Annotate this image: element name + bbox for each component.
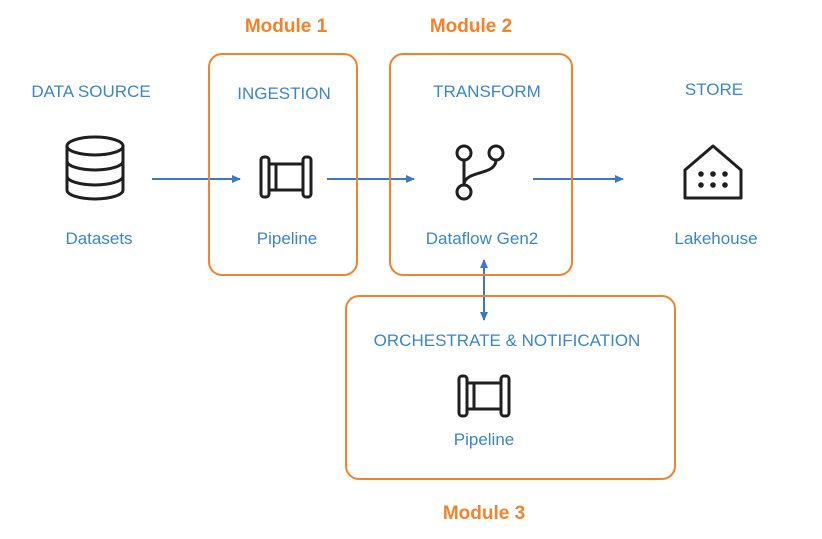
module-1-box [208, 53, 358, 276]
orchestrate-header: ORCHESTRATE & NOTIFICATION [373, 331, 641, 350]
ingestion-pipeline-label: Pipeline [256, 229, 318, 248]
module-2-title: Module 2 [429, 16, 513, 37]
module-2-box [389, 53, 573, 276]
module-3-title: Module 3 [442, 503, 526, 524]
store-header: STORE [684, 80, 744, 99]
module-1-title: Module 1 [244, 16, 328, 37]
dataflow-icon [455, 144, 505, 201]
ingestion-header: INGESTION [237, 84, 331, 103]
module-3-box [345, 295, 676, 480]
orchestrate-pipeline-label: Pipeline [453, 430, 515, 449]
data-source-header: DATA SOURCE [31, 82, 151, 101]
pipeline-icon [259, 155, 313, 199]
lakehouse-icon [683, 144, 743, 200]
dataflow-gen2-label: Dataflow Gen2 [425, 229, 539, 248]
transform-header: TRANSFORM [433, 82, 541, 101]
datasets-label: Datasets [65, 229, 133, 248]
pipeline-icon [457, 374, 511, 418]
lakehouse-label: Lakehouse [674, 229, 758, 248]
database-icon [65, 135, 125, 201]
